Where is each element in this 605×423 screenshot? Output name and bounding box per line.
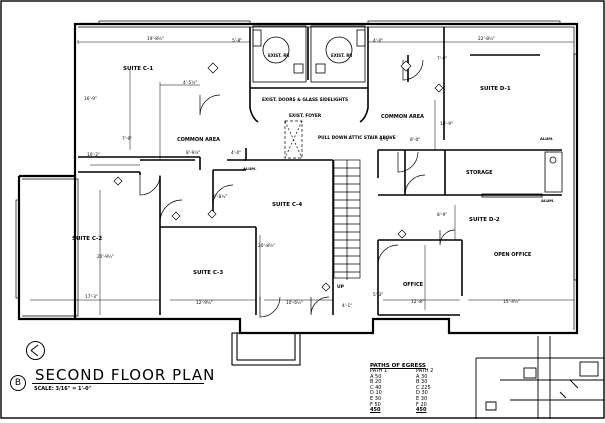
dim-text: 4'-1": [342, 303, 352, 309]
egress-row: B 20 B 30: [370, 379, 428, 386]
room-label-suite-d2: SUITE D-2: [469, 217, 500, 223]
dim-text: 8'-9½": [186, 149, 200, 156]
dimension-texts: 19'-8½" 5'-8" 4'-0" 22'-8½" 16'-9" 7'-9"…: [84, 35, 520, 309]
dim-text: 10'-6½": [286, 299, 303, 306]
dim-text: 12'-9½": [196, 299, 213, 306]
dim-text: 8'-0": [410, 137, 420, 143]
room-label-suite-c2: SUITE C-2: [72, 236, 102, 242]
dim-text: 17'-3": [85, 294, 98, 300]
dim-text: 22'-8½": [478, 35, 495, 42]
stair-up-label: UP: [337, 284, 345, 290]
room-labels: SUITE C-1 SUITE C-2 SUITE C-3 SUITE C-4 …: [72, 53, 555, 290]
room-label-exist-doors: EXIST. DOORS & GLASS SIDELIGHTS: [262, 97, 348, 103]
egress-row: C 40 C 225: [370, 384, 431, 391]
room-label-common-right: COMMON AREA: [381, 114, 424, 120]
egress-total-row: 450 450: [370, 408, 454, 414]
egress-heading: PATHS OF EGRESS: [370, 363, 426, 369]
dim-text: 10'-2": [87, 152, 100, 158]
room-label-foyer: EXIST. FOYER: [289, 113, 322, 119]
dim-text: 4'-0": [380, 137, 390, 143]
stair: [333, 159, 361, 280]
title-underline: [32, 383, 204, 384]
alum-label-3: ALUM.: [541, 198, 555, 203]
alum-label-1: ALUM.: [243, 166, 257, 171]
room-label-suite-c1: SUITE C-1: [123, 66, 153, 72]
room-label-rr-left: EXIST. RR: [268, 53, 289, 58]
room-label-common-left: COMMON AREA: [177, 137, 220, 143]
room-label-suite-d1: SUITE D-1: [480, 86, 511, 92]
dim-text: 20'-9½": [97, 253, 114, 260]
dim-text: 8'-9": [437, 212, 447, 218]
dim-text: 5'-8": [232, 38, 242, 44]
egress-path2-label: PATH 2: [416, 368, 434, 374]
dim-text: 7'-9": [437, 56, 447, 62]
exterior-walls: [17, 22, 579, 335]
egress-path1-label: PATH 1: [370, 368, 388, 374]
room-label-office: OFFICE: [403, 282, 424, 288]
egress-row: E 30 E 30: [370, 395, 428, 402]
room-label-suite-c4: SUITE C-4: [272, 202, 302, 208]
drawing-title: SECOND FLOOR PLAN: [35, 366, 216, 384]
room-label-storage: STORAGE: [466, 170, 493, 176]
attic-hatch: [284, 120, 303, 159]
dim-text: 12'-8": [411, 299, 424, 305]
dim-text: 9'-8½": [213, 193, 227, 200]
egress-header-row: PATH 1 PATH 2: [370, 368, 454, 375]
wall-inner-lines: [15, 20, 578, 330]
drawing-scale: SCALE: 3/16" = 1'-0": [34, 386, 92, 392]
north-arrow-icon: [26, 341, 45, 360]
dim-text: 4'-0": [231, 150, 241, 156]
tag-diamonds: [113, 60, 444, 292]
egress-total-2: 450: [416, 407, 427, 414]
egress-table: PATHS OF EGRESS PATH 1 PATH 2 A 50 A 30 …: [370, 363, 454, 414]
egress-total-1: 450: [370, 407, 381, 414]
drawing-bubble: B: [10, 375, 26, 391]
restrooms: [252, 25, 366, 83]
key-plan: [475, 336, 604, 419]
front-porch: [231, 332, 301, 366]
room-label-attic: PULL DOWN ATTIC STAIR ABOVE: [318, 135, 396, 141]
dim-text: 19'-8½": [147, 35, 164, 42]
dim-text: 10'-9": [440, 121, 453, 127]
dimension-lines: [30, 40, 574, 315]
room-label-suite-c3: SUITE C-3: [193, 270, 223, 276]
room-label-rr-right: EXIST. RR: [331, 53, 352, 58]
dim-text: 7'-9": [122, 136, 132, 142]
dim-text: 5'-3": [373, 292, 383, 298]
dim-text: 4'-5½": [183, 79, 197, 86]
dim-text: 16'-9": [84, 96, 97, 102]
room-label-open-office: OPEN OFFICE: [494, 252, 532, 258]
egress-row: F 50 F 20: [370, 401, 427, 408]
door-swings: [139, 59, 456, 318]
dim-text: 20'-8½": [258, 242, 275, 249]
storage-fixtures: [481, 151, 563, 198]
dim-text: 15'-4½": [503, 298, 520, 305]
egress-row: D 10 D 30: [370, 390, 428, 397]
egress-row: A 50 A 30: [370, 373, 428, 380]
alum-label-2: ALUM.: [540, 136, 554, 141]
dim-text: 4'-0": [373, 38, 383, 44]
